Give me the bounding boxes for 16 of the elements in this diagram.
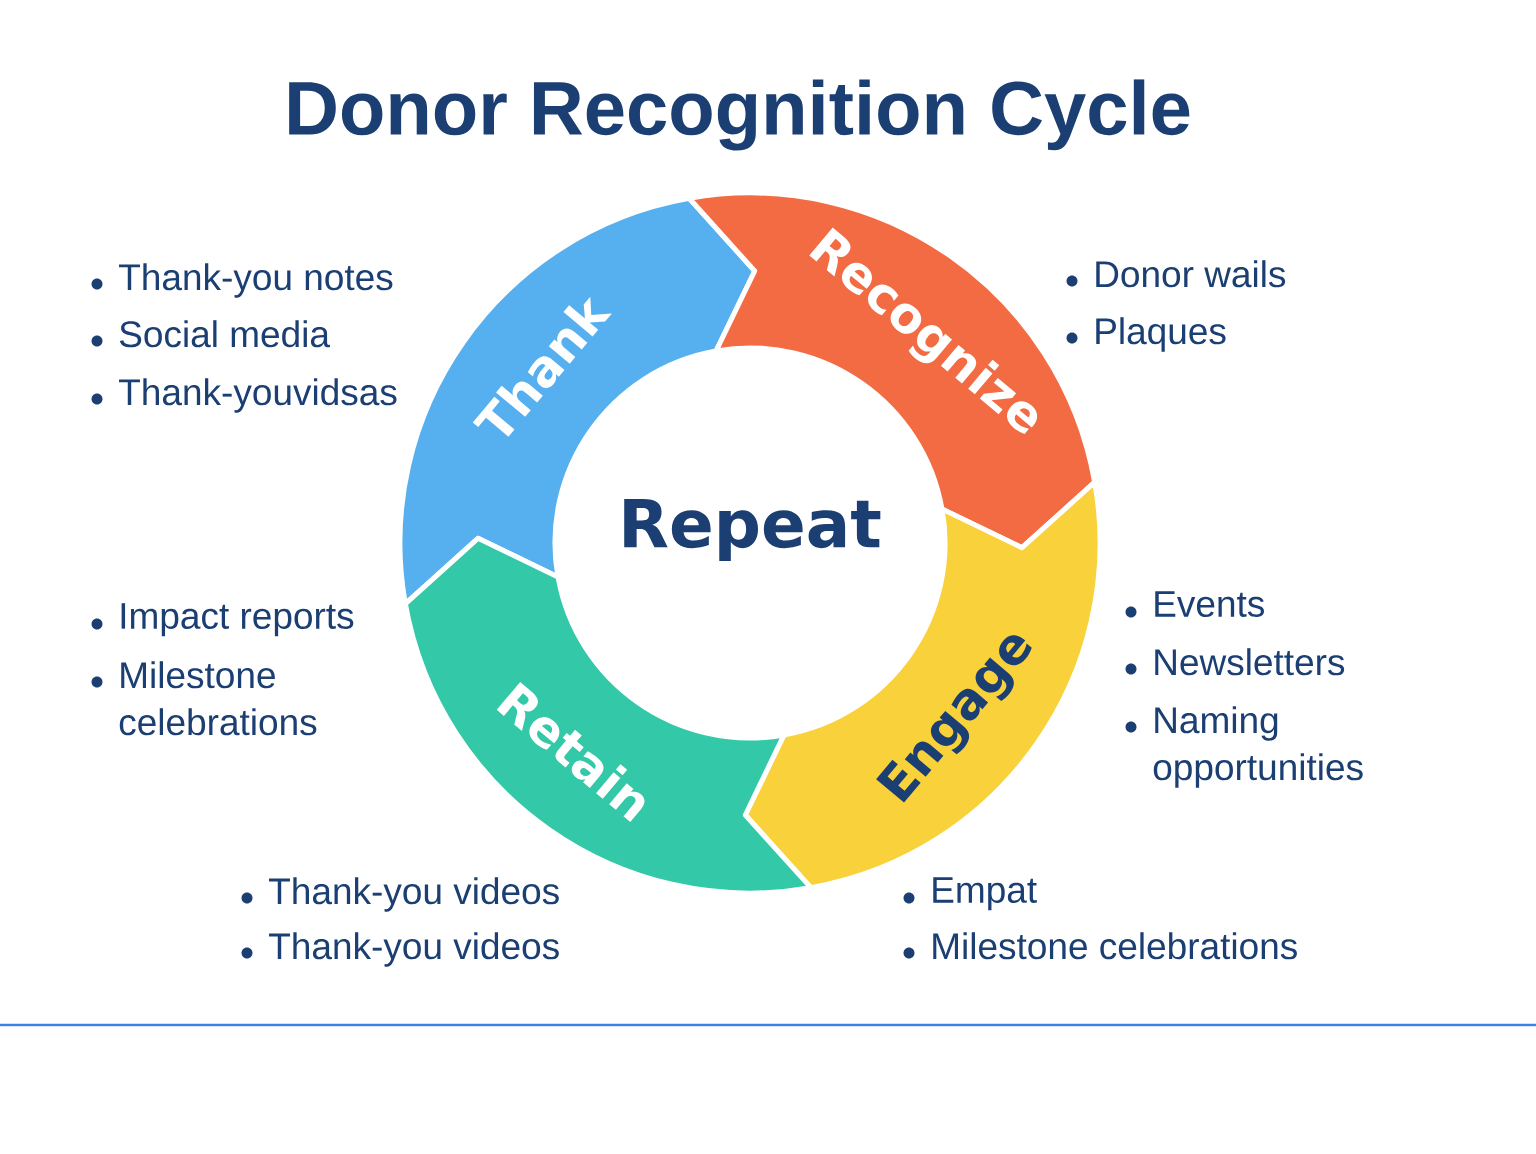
bullet-item: Thank-you videos [241, 877, 559, 912]
bullet-item: Naming opportunities [1125, 706, 1363, 788]
bullet-item: Newsletters [1125, 648, 1345, 676]
bullet-item: Thank-youvidsas [91, 378, 397, 413]
title: Donor Recognition Cycle [289, 79, 1190, 151]
bullet-item: Thank-you videos [241, 932, 559, 967]
bullet-item: Social media [91, 320, 330, 348]
center-label: Repeat [624, 499, 881, 561]
bullet-item: Thank-you notes [91, 263, 393, 298]
bullet-item: Donor wails [1066, 260, 1286, 288]
bullet-item: Empat [903, 877, 1037, 911]
bullet-item: Events [1125, 591, 1264, 618]
bullet-item: Milestone celebrations [903, 932, 1297, 960]
bullet-item: Impact reports [91, 603, 354, 637]
bullet-item: Plaques [1066, 317, 1226, 352]
bullet-item: Milestone celebrations [91, 661, 317, 736]
